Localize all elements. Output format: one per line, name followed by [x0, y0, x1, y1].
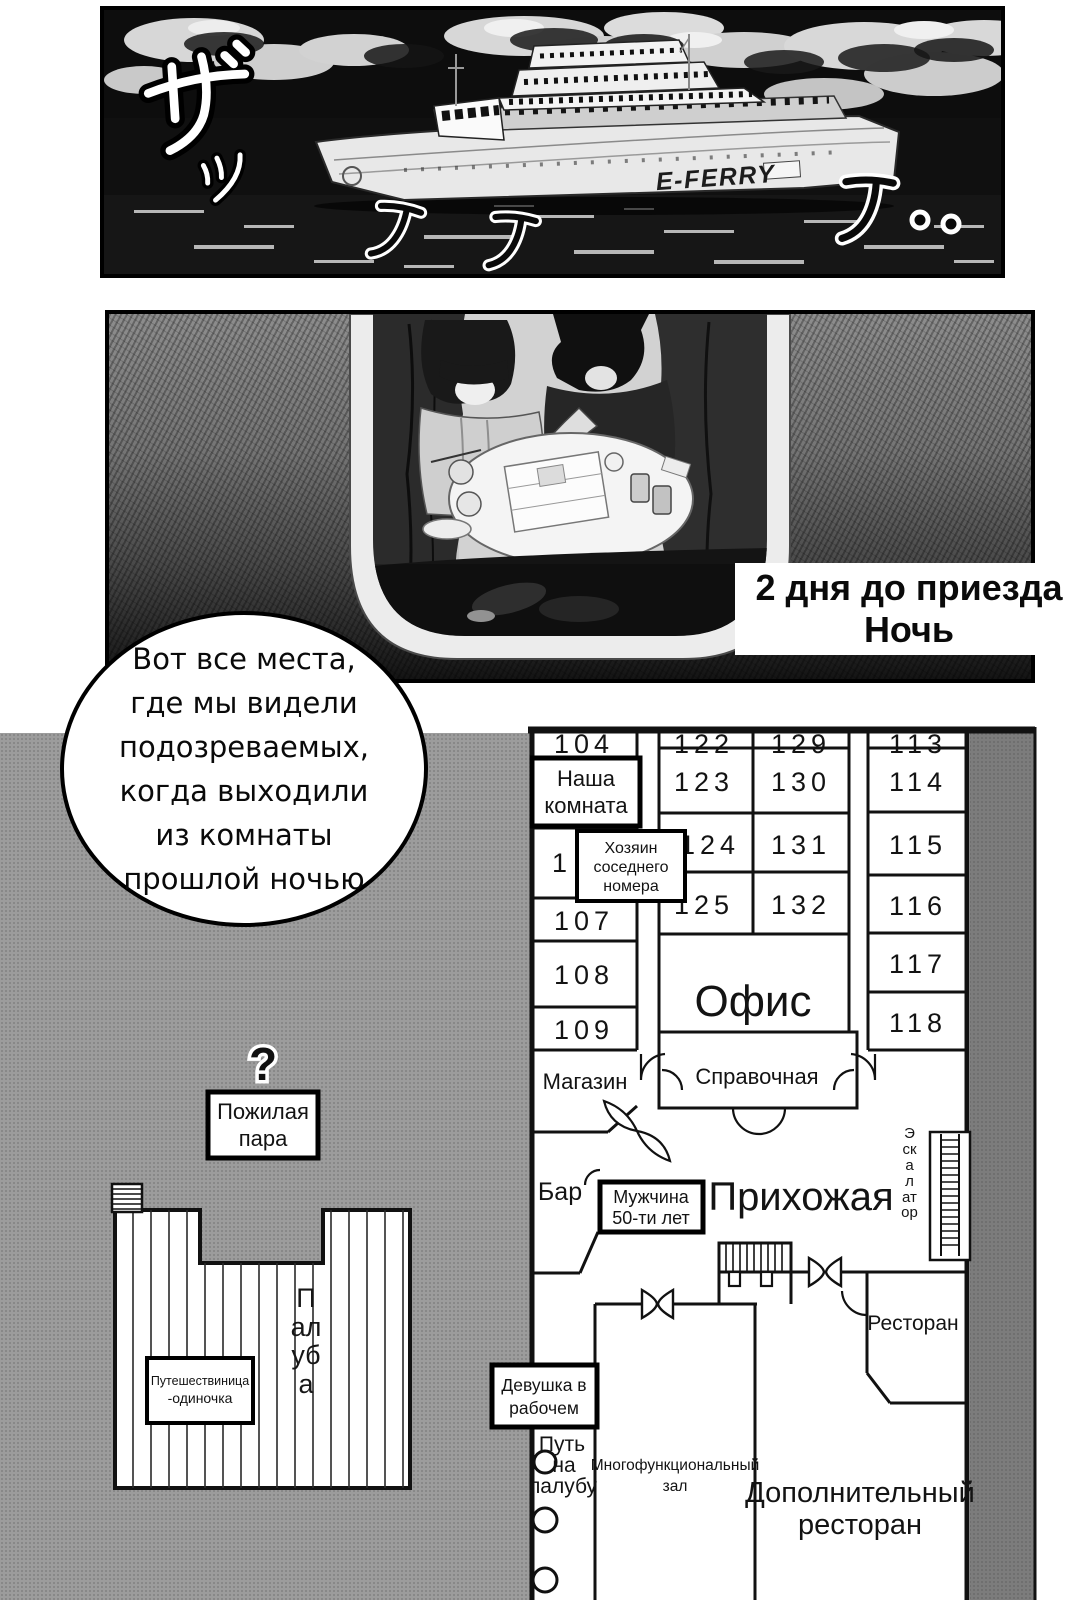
room-number-132: 132 — [771, 890, 831, 920]
caption-box: 2 дня до приезда Ночь — [735, 563, 1083, 655]
svg-text:пара: пара — [239, 1126, 288, 1151]
svg-text:Хозяин: Хозяин — [605, 840, 658, 857]
room-number-131: 131 — [771, 830, 831, 860]
info-desk-label: Справочная — [695, 1064, 818, 1089]
bar-label: Бар — [538, 1178, 582, 1206]
sfx-za-icon — [138, 34, 256, 161]
hall-label-1: Многофункциональный — [591, 1457, 760, 1474]
office-label: Офис — [694, 977, 811, 1026]
bubble-line-5: из комнаты — [155, 818, 333, 852]
room-number-106: 1 — [552, 848, 572, 878]
solo-traveler-tag — [145, 1356, 255, 1425]
room-number-124: 124 — [680, 830, 740, 860]
deck-label: Палуба — [290, 1283, 322, 1399]
suspect-tags: Наша комната Хозяин соседнего номера Муж… — [145, 755, 706, 1430]
question-mark: ? — [249, 1038, 277, 1090]
svg-text:рабочем: рабочем — [509, 1398, 579, 1418]
anchor-curl — [342, 166, 362, 186]
doors-and-counter — [583, 1052, 877, 1317]
ferry-ship: E-FERRY — [314, 34, 901, 202]
room-number-123: 123 — [674, 767, 734, 797]
double-door-symbols — [640, 1255, 843, 1321]
extra-restaurant-label-2: ресторан — [798, 1509, 922, 1541]
svg-text:Наша: Наша — [557, 766, 616, 791]
man-50-tag — [597, 1179, 706, 1235]
speech-bubble: Вот все места, где мы видели подозреваем… — [60, 611, 428, 927]
svg-text:50-ти лет: 50-ти лет — [612, 1208, 689, 1228]
stairs-icon — [717, 1241, 793, 1288]
caption-line-1: 2 дня до приезда — [755, 566, 1063, 608]
panel-cabin-window — [105, 310, 1035, 683]
room-number-104: 104 — [554, 729, 614, 759]
bubble-line-6: прошлой ночью — [123, 862, 365, 896]
room-number-113: 113 — [889, 729, 947, 759]
window-scene — [373, 314, 767, 636]
room-number-130: 130 — [771, 767, 831, 797]
sfx-splash-mid-icon — [482, 210, 542, 272]
sfx-splash-right-icon — [834, 172, 901, 246]
svg-text:номера: номера — [603, 878, 659, 895]
deck-area — [110, 1182, 412, 1490]
info-desk-room — [657, 1030, 859, 1110]
table-items — [422, 449, 692, 540]
sfx-dots-icon — [909, 209, 962, 235]
area-labels: Офис Магазин Справочная Бар Прихожая Рес… — [529, 977, 975, 1541]
room-number-116: 116 — [889, 891, 947, 921]
bubble-line-2: где мы видели — [130, 686, 358, 720]
sfx-tsu-icon — [197, 149, 246, 206]
bubble-line-3: подозреваемых, — [118, 730, 370, 764]
svg-text:Пожилая: Пожилая — [217, 1099, 309, 1124]
escalator-label: Эскалатор — [901, 1125, 918, 1222]
room-number-118: 118 — [889, 1008, 947, 1038]
restaurant-label: Ресторан — [867, 1312, 958, 1335]
bubble-line-4: когда выходили — [119, 774, 369, 808]
room-number-108: 108 — [554, 960, 614, 990]
room-number-114: 114 — [889, 767, 947, 797]
escalator-icon — [928, 1130, 972, 1262]
svg-text:-одиночка: -одиночка — [168, 1390, 233, 1406]
our-room-tag — [529, 755, 643, 829]
room-number-129: 129 — [771, 729, 831, 759]
way-to-deck-label-1: Путь — [539, 1433, 585, 1456]
room-number-107: 107 — [554, 906, 614, 936]
hall-label-2: зал — [663, 1478, 688, 1495]
way-to-deck-label-2: на — [552, 1454, 576, 1477]
svg-text:Мужчина: Мужчина — [613, 1187, 690, 1207]
svg-text:Путешествиница: Путешествиница — [151, 1374, 249, 1388]
lobby-label: Прихожая — [708, 1175, 893, 1219]
working-girl-tag — [489, 1362, 600, 1430]
room-number-109: 109 — [554, 1015, 614, 1045]
bubble-line-1: Вот все места, — [132, 642, 356, 676]
room-number-122: 122 — [674, 729, 734, 759]
info-counter-arc — [731, 1107, 787, 1136]
shop-label: Магазин — [543, 1069, 628, 1094]
cabin-window-art — [349, 313, 791, 660]
dark-side-band — [970, 727, 1037, 1600]
svg-text:комната: комната — [544, 793, 628, 818]
svg-text:соседнего: соседнего — [593, 859, 668, 876]
porthole-icons — [531, 1449, 559, 1594]
elderly-couple-tag — [205, 1089, 321, 1161]
way-to-deck-label-3: палубу — [529, 1475, 598, 1498]
extra-restaurant-label-1: Дополнительный — [745, 1477, 975, 1509]
sfx-splash-left-icon — [364, 199, 428, 260]
room-number-117: 117 — [889, 949, 947, 979]
neighbor-tag — [575, 829, 687, 903]
room-number-115: 115 — [889, 830, 947, 860]
svg-text:Девушка в: Девушка в — [501, 1375, 586, 1395]
caption-line-2: Ночь — [863, 609, 955, 650]
